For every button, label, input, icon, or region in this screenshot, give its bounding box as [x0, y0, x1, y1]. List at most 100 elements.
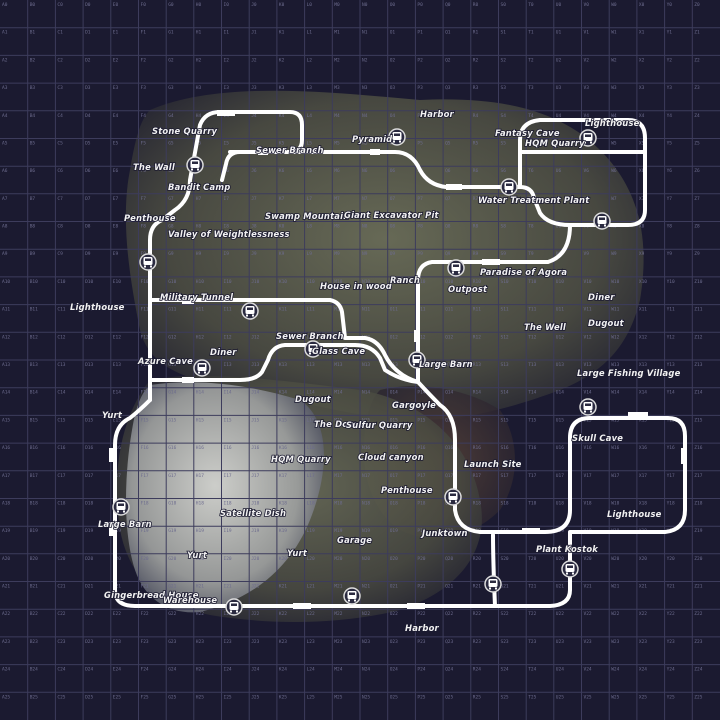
poi-label[interactable]: Garage — [336, 534, 373, 546]
train-station-icon[interactable] — [561, 560, 579, 578]
grid-cell-label: K12 — [279, 334, 287, 340]
signal-marker — [217, 110, 235, 116]
train-station-icon[interactable] — [388, 128, 406, 146]
poi-label[interactable]: Large Barn — [97, 518, 152, 530]
grid-cell-label: E2 — [113, 57, 119, 63]
grid-cell-label: W4 — [611, 113, 617, 119]
poi-label[interactable]: Satellite Dish — [219, 507, 287, 519]
train-station-icon[interactable] — [343, 587, 361, 605]
grid-cell-label: Q22 — [445, 611, 453, 617]
train-station-icon[interactable] — [444, 488, 462, 506]
grid-cell-label: Z18 — [694, 501, 702, 507]
train-station-icon[interactable] — [579, 129, 597, 147]
poi-label[interactable]: Dugout — [294, 393, 332, 405]
poi-label[interactable]: Skull Cave — [571, 432, 624, 444]
grid-cell-label: C2 — [57, 57, 63, 63]
grid-cell-label: A8 — [2, 224, 8, 230]
train-station-icon[interactable] — [225, 598, 243, 616]
grid-cell-label: A10 — [2, 279, 10, 285]
poi-label[interactable]: Diner — [209, 346, 238, 358]
grid-cell-label: M2 — [334, 57, 340, 63]
poi-label[interactable]: Yurt — [286, 547, 308, 559]
poi-label[interactable]: HQM Quarry — [270, 453, 332, 465]
grid-cell-label: Y10 — [667, 279, 675, 285]
poi-label[interactable]: Bandit Camp — [167, 181, 231, 193]
signal-marker — [293, 603, 311, 609]
poi-label[interactable]: Azure Cave — [136, 355, 194, 367]
grid-cell-label: U10 — [556, 279, 564, 285]
poi-label[interactable]: Harbor — [419, 108, 455, 120]
grid-cell-label: A12 — [2, 334, 10, 340]
poi-label[interactable]: HQM Quarry — [524, 137, 586, 149]
poi-label[interactable]: Penthouse — [123, 212, 176, 224]
poi-label[interactable]: Harbor — [404, 622, 440, 634]
poi-label[interactable]: Lighthouse — [69, 301, 125, 313]
poi-label[interactable]: Paradise of Agora — [479, 266, 568, 278]
poi-label[interactable]: Pyramid — [351, 133, 394, 145]
grid-cell-label: J6 — [251, 168, 257, 174]
grid-cell-label: N0 — [362, 2, 368, 8]
grid-cell-label: R17 — [473, 473, 481, 479]
poi-label[interactable]: Lighthouse — [606, 508, 662, 520]
poi-label[interactable]: Plant Kostok — [535, 543, 599, 555]
train-station-icon[interactable] — [112, 498, 130, 516]
poi-label[interactable]: Stone Quarry — [151, 125, 218, 137]
train-station-icon[interactable] — [139, 253, 157, 271]
poi-label[interactable]: Large Barn — [418, 358, 473, 370]
poi-label[interactable]: Sulfur Quarry — [345, 419, 413, 431]
poi-label[interactable]: Glass Cave — [311, 345, 366, 357]
grid-cell-label: Y8 — [667, 224, 673, 230]
grid-cell-label: W23 — [611, 639, 619, 645]
grid-cell-label: L9 — [307, 251, 313, 257]
train-station-icon[interactable] — [408, 351, 426, 369]
grid-cell-label: R15 — [473, 417, 481, 423]
grid-cell-label: L24 — [307, 667, 315, 673]
grid-cell-label: C8 — [57, 224, 63, 230]
grid-cell-label: L1 — [307, 30, 313, 36]
poi-label[interactable]: Cloud canyon — [357, 451, 424, 463]
grid-cell-label: R3 — [473, 85, 479, 91]
poi-label[interactable]: Water Treatment Plant — [477, 194, 591, 206]
poi-label[interactable]: Penthouse — [380, 484, 433, 496]
train-station-icon[interactable] — [447, 259, 465, 277]
train-station-icon[interactable] — [241, 302, 259, 320]
poi-label[interactable]: Lighthouse — [584, 117, 640, 129]
train-station-icon[interactable] — [500, 178, 518, 196]
train-station-icon[interactable] — [579, 398, 597, 416]
grid-cell-label: U1 — [556, 30, 562, 36]
poi-label[interactable]: Gingerbread House — [103, 589, 199, 601]
train-station-icon[interactable] — [193, 359, 211, 377]
poi-label[interactable]: Giant Excavator Pit — [343, 209, 440, 221]
poi-label[interactable]: Dugout — [587, 317, 625, 329]
grid-cell-label: M0 — [334, 2, 340, 8]
poi-label[interactable]: Yurt — [101, 409, 123, 421]
grid-cell-label: E3 — [113, 85, 119, 91]
poi-label[interactable]: Warehouse — [162, 594, 218, 606]
poi-label[interactable]: Junktown — [419, 527, 468, 539]
grid-cell-label: Z22 — [694, 611, 702, 617]
poi-label[interactable]: Yurt — [186, 549, 208, 561]
poi-label[interactable]: Valley of Weightlessness — [167, 228, 290, 240]
poi-label[interactable]: Swamp Mountain — [264, 210, 350, 222]
poi-label[interactable]: Outpost — [447, 283, 488, 295]
poi-label[interactable]: Diner — [587, 291, 616, 303]
poi-label[interactable]: The Wall — [132, 161, 175, 173]
poi-label[interactable]: Military Tunnel — [159, 291, 234, 303]
train-station-icon[interactable] — [593, 212, 611, 230]
train-station-icon[interactable] — [304, 340, 322, 358]
train-station-icon[interactable] — [484, 575, 502, 593]
poi-label[interactable]: The Well — [523, 321, 566, 333]
poi-label[interactable]: House in wood — [319, 280, 393, 292]
poi-label[interactable]: Ranch — [389, 274, 420, 286]
poi-label[interactable]: Fantasy Cave — [494, 127, 560, 139]
grid-cell-label: F7 — [141, 196, 147, 202]
train-station-icon[interactable] — [186, 156, 204, 174]
poi-label[interactable]: Launch Site — [463, 458, 522, 470]
poi-label[interactable]: Sewer Branch — [275, 330, 344, 342]
poi-label[interactable]: Sewer Branch — [255, 144, 324, 156]
poi-label[interactable]: Large Fishing Village — [576, 367, 681, 379]
grid-cell-label: O22 — [390, 611, 398, 617]
poi-label[interactable]: The Dome — [313, 418, 364, 430]
poi-label[interactable]: Gargoyle — [391, 399, 437, 411]
